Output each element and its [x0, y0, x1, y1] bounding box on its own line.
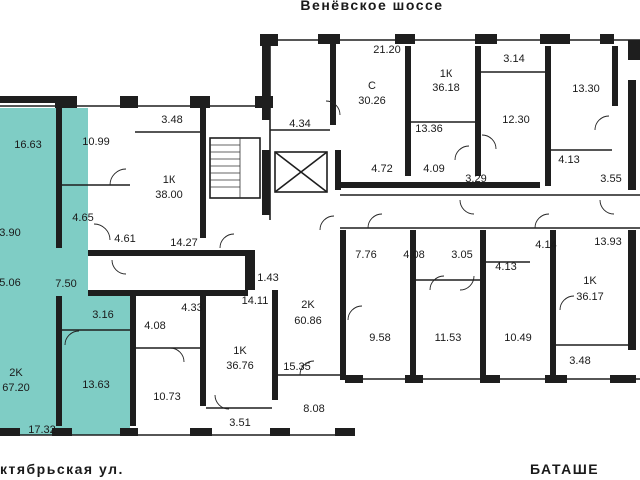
- room-area: 3.29: [465, 173, 486, 185]
- apartment-area: 36.18: [432, 82, 460, 94]
- room-area: 3.48: [569, 355, 590, 367]
- room-area: 13.36: [415, 123, 443, 135]
- room-area: 4.08: [403, 249, 424, 261]
- apartment-type: 1K: [583, 275, 597, 287]
- room-area: 11.53: [435, 332, 462, 344]
- room-area: 15.35: [283, 361, 311, 373]
- apartment-type: 2K: [301, 299, 315, 311]
- apartment-type: 1К: [440, 68, 453, 80]
- room-area: 10.99: [82, 136, 110, 148]
- room-area: 3.51: [229, 417, 250, 429]
- room-area: 3.90: [0, 227, 21, 239]
- apartment-area: 60.86: [294, 315, 322, 327]
- room-area: 4.14: [535, 239, 556, 251]
- room-area: 9.58: [369, 332, 390, 344]
- room-area: 4.72: [371, 163, 392, 175]
- apartment-title-c: С 30.26: [358, 80, 386, 107]
- apartment-area: 36.76: [226, 360, 254, 372]
- street-name-top: Венёвское шоссе: [300, 0, 443, 13]
- room-area: 14.11: [242, 295, 269, 307]
- room-area: 8.08: [303, 403, 324, 415]
- room-area: 4.34: [289, 118, 310, 130]
- room-area: 4.65: [72, 212, 93, 224]
- room-area: 4.33: [181, 302, 202, 314]
- walls: [0, 34, 640, 436]
- apartment-title-1k-36-76: 1K 36.76: [226, 345, 254, 372]
- room-area: 10.73: [153, 391, 181, 403]
- room-area: 4.09: [423, 163, 444, 175]
- street-name-bottom-right: БАТАШЕ: [530, 461, 599, 477]
- room-area: 4.08: [144, 320, 165, 332]
- room-area: 12.30: [502, 114, 530, 126]
- room-area: 4.13: [558, 154, 579, 166]
- room-area: 5.06: [0, 277, 21, 289]
- room-area: 16.63: [14, 139, 42, 151]
- apartment-type: 1К: [163, 174, 176, 186]
- apartment-area: 30.26: [358, 95, 386, 107]
- room-area: 14.27: [170, 237, 198, 249]
- apartment-type: 1K: [233, 345, 247, 357]
- room-area: 13.63: [82, 379, 110, 391]
- apartment-type: 2K: [9, 367, 23, 379]
- apartment-type: С: [368, 80, 376, 92]
- apartment-area: 38.00: [155, 189, 183, 201]
- street-name-bottom-left: ктябрьская ул.: [0, 461, 124, 477]
- room-area: 7.50: [55, 278, 76, 290]
- highlighted-apartment-2k-67[interactable]: [0, 108, 130, 435]
- room-area: 21.20: [373, 44, 401, 56]
- room-area: 3.55: [600, 173, 621, 185]
- room-area-labels: 16.63 3.90 5.06 7.50 3.16 13.63 17.32 10…: [0, 44, 622, 436]
- room-area: 4.13: [495, 261, 516, 273]
- apartment-title-1k-38-00: 1К 38.00: [155, 174, 183, 201]
- room-area: 7.76: [355, 249, 376, 261]
- apartment-area: 36.17: [576, 291, 604, 303]
- room-area: 3.48: [161, 114, 182, 126]
- room-area: 10.49: [504, 332, 532, 344]
- apartment-title-2k-67-20: 2K 67.20: [2, 367, 30, 394]
- room-area: 17.32: [28, 424, 56, 436]
- apartment-area: 67.20: [2, 382, 30, 394]
- room-area: 3.14: [503, 53, 524, 65]
- room-area: 4.61: [114, 233, 135, 245]
- room-area: 3.05: [451, 249, 472, 261]
- apartment-title-2k-60-86: 2K 60.86: [294, 299, 322, 327]
- apartment-title-1k-36-17: 1K 36.17: [576, 275, 604, 303]
- room-area: 13.93: [594, 236, 622, 248]
- room-area: 13.30: [572, 83, 600, 95]
- room-area: 1.43: [257, 272, 278, 284]
- room-area: 3.16: [92, 309, 113, 321]
- apartment-title-1k-36-18: 1К 36.18: [432, 68, 460, 94]
